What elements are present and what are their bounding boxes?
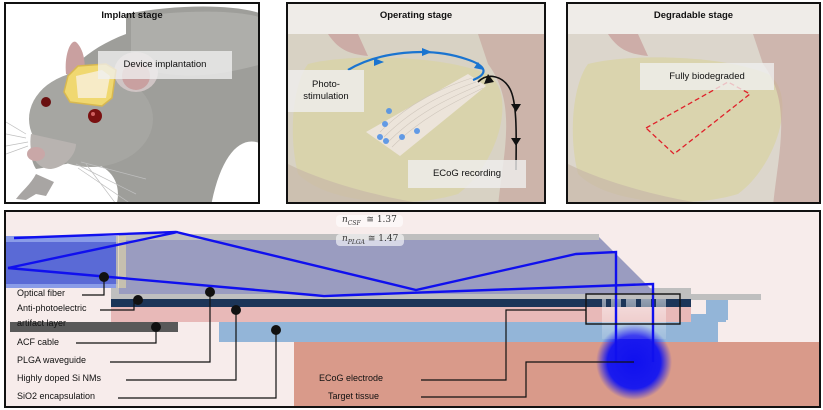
sio2-encapsulation (219, 314, 718, 342)
device-implantation-label: Device implantation (98, 51, 232, 79)
leader-dots (99, 272, 281, 335)
label-sio2: SiO2 encapsulation (17, 391, 96, 401)
cross-section-diagram (6, 230, 819, 406)
degradable-stage-panel: Degradable stage Fully biodegraded (566, 2, 821, 204)
fully-biodegraded-label: Fully biodegraded (640, 63, 774, 90)
acf-cable (10, 322, 178, 332)
rat-illustration (6, 6, 258, 202)
operating-stage-panel: Operating stage Photo- stimulation ECoG … (286, 2, 546, 204)
ecog-recording-label: ECoG recording (408, 160, 526, 188)
title-band (288, 4, 544, 34)
fiber-coupler (116, 236, 126, 288)
photostimulation-label: Photo- stimulation (288, 70, 364, 112)
cross-section-panel: nCSF ≅ 1.37 nPLGA ≅ 1.47 Optical fiber A… (4, 210, 821, 408)
csf-refractive-index: nCSF ≅ 1.37 (336, 215, 403, 227)
label-anti-photoelectric: Anti-photoelectric (17, 303, 87, 313)
implant-stage-panel: Implant stage Device implantation (4, 2, 260, 204)
plga-waveguide (119, 234, 656, 294)
light-rays (7, 230, 655, 362)
photostimulation-arrow (347, 50, 485, 82)
degraded-device-outline (644, 81, 752, 155)
label-si-nms: Highly doped Si NMs (17, 373, 102, 383)
title-band (568, 4, 819, 34)
light-spots (377, 108, 420, 144)
panel-title: Degradable stage (653, 10, 734, 21)
brain-surface-illustration (568, 4, 819, 202)
panel-title: Implant stage (101, 10, 163, 21)
label-target-tissue: Target tissue (328, 391, 380, 401)
ecog-electrode-highlight-box (585, 293, 681, 325)
si-nms-layer (111, 307, 691, 322)
label-ecog-electrode: ECoG electrode (319, 373, 384, 383)
implanted-device (366, 74, 486, 156)
label-plga-waveguide: PLGA waveguide (17, 355, 87, 365)
label-optical-fiber: Optical fiber (17, 288, 66, 298)
panel-title: Operating stage (379, 10, 453, 21)
label-acf-cable: ACF cable (17, 337, 60, 347)
plga-refractive-index: nPLGA ≅ 1.47 (336, 234, 405, 246)
target-tissue (294, 342, 819, 406)
anti-photoelectric-layer (111, 299, 691, 307)
label-artifact-layer: artifact layer (17, 318, 67, 328)
